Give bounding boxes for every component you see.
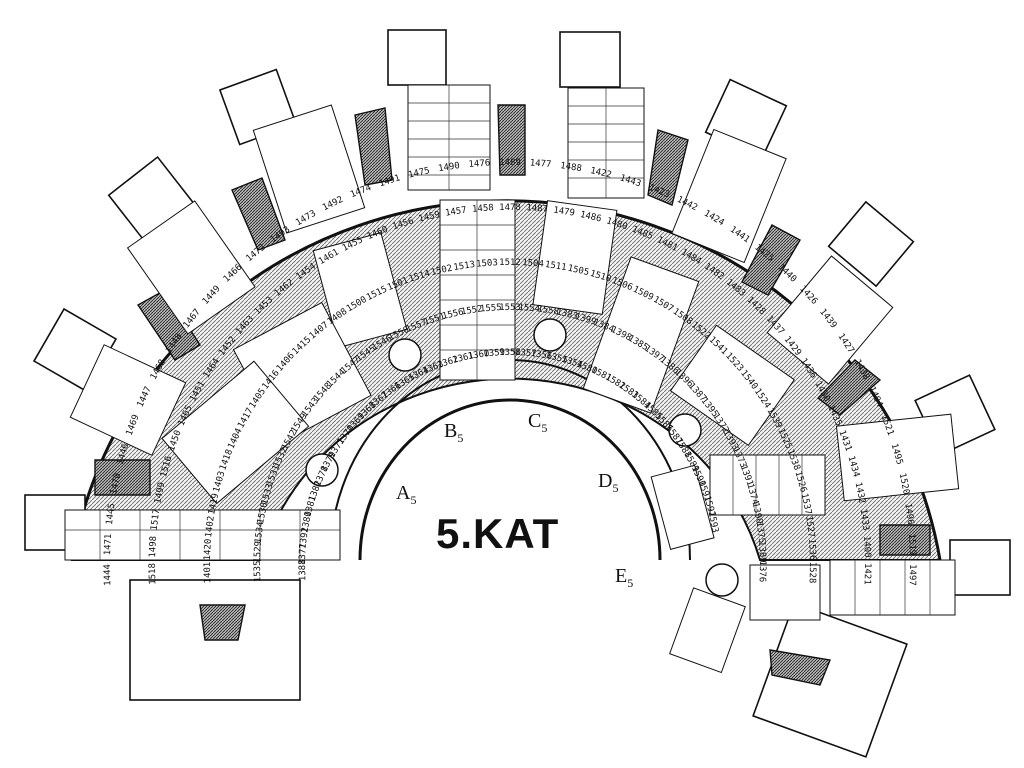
room-number: 1497 <box>907 564 918 586</box>
room-number: 1459 <box>418 210 441 225</box>
room-number: 1357 <box>515 348 537 360</box>
room-number: 1537 <box>799 492 813 515</box>
core-label-b: B5 <box>444 420 464 445</box>
room-number: 1432 <box>853 481 867 504</box>
room-number: 1445 <box>105 503 118 526</box>
room-number: 1536 <box>806 539 817 561</box>
room-number: 1511 <box>544 260 567 273</box>
room-number: 1421 <box>862 563 873 585</box>
room-number: 1422 <box>589 166 612 181</box>
room-number: 1556 <box>441 307 464 322</box>
room-number: 1419 <box>207 492 221 515</box>
room-number: 1505 <box>567 264 590 279</box>
room-number: 1444 <box>103 564 114 586</box>
room-number: 1518 <box>148 563 159 585</box>
room-number: 1512 <box>499 258 521 268</box>
room-number: 1470 <box>109 472 123 495</box>
room-number: 1486 <box>579 210 602 225</box>
room-number: 1535 <box>253 560 264 582</box>
room-number: 1527 <box>803 515 816 538</box>
room-number: 1400 <box>861 536 872 558</box>
room-number: 1529 <box>253 541 264 563</box>
room-number: 1383 <box>555 307 578 322</box>
floor-title: 5.KAT <box>436 510 560 557</box>
room-number: 1489 <box>499 158 521 168</box>
room-number: 1487 <box>526 203 548 215</box>
room-number: 1593 <box>706 511 720 534</box>
round-cores <box>305 318 739 597</box>
room-number: 1359 <box>483 348 505 360</box>
room-number: 1380 <box>300 511 314 534</box>
room-number: 1392 <box>298 527 311 550</box>
room-number: 1402 <box>204 515 217 538</box>
room-number: 1433 <box>858 508 871 531</box>
core-label-c: C5 <box>528 410 548 435</box>
room-number: 1519 <box>906 533 917 555</box>
room-number: 1499 <box>153 481 167 504</box>
room-number: 1477 <box>529 158 551 170</box>
room-number: 1498 <box>148 536 159 558</box>
room-number: 1389 <box>756 541 767 563</box>
room-number: 1517 <box>150 508 163 531</box>
room-number: 1502 <box>430 264 453 279</box>
room-number: 1360 <box>467 349 490 362</box>
room-number: 1528 <box>807 562 818 584</box>
core-label-a: A5 <box>396 482 417 507</box>
room-number: 1358 <box>499 348 521 358</box>
core-label-d: D5 <box>598 470 619 495</box>
room-number: 1388 <box>298 559 309 581</box>
stair-shafts <box>94 104 931 686</box>
room-number: 1458 <box>472 203 494 215</box>
room-number: 1476 <box>468 158 490 170</box>
room-number: 1534 <box>254 521 267 544</box>
room-number: 1356 <box>530 349 553 362</box>
room-number: 1490 <box>438 161 461 174</box>
room-number: 1496 <box>902 503 915 526</box>
room-number: 1513 <box>453 260 476 273</box>
room-number: 1375 <box>754 521 767 544</box>
courtyard <box>358 398 662 561</box>
room-number: 1457 <box>445 206 468 219</box>
core-label-e: E5 <box>615 565 634 590</box>
room-number: 1503 <box>476 258 498 270</box>
room-number: 1558 <box>537 304 560 317</box>
room-number: 1555 <box>480 303 502 315</box>
room-number: 1401 <box>203 562 214 584</box>
room-number: 1530 <box>256 502 270 525</box>
room-number: 1554 <box>518 303 540 315</box>
room-number: 1504 <box>522 258 544 270</box>
room-number: 1478 <box>499 203 521 213</box>
room-number: 1552 <box>460 304 483 317</box>
room-number: 1377 <box>298 543 309 565</box>
room-number: 1475 <box>407 166 430 181</box>
room-number: 1390 <box>750 502 764 525</box>
room-number: 1361 <box>452 351 475 366</box>
room-number: 1479 <box>553 206 576 219</box>
partitions <box>65 85 931 615</box>
room-number: 1471 <box>103 533 114 555</box>
room-number: 1420 <box>203 539 214 561</box>
room-number: 1488 <box>559 161 582 174</box>
room-number: 1520 <box>897 472 911 495</box>
room-number: 1376 <box>757 560 768 582</box>
room-number: 1355 <box>545 351 568 366</box>
room-number: 1553 <box>499 303 521 313</box>
